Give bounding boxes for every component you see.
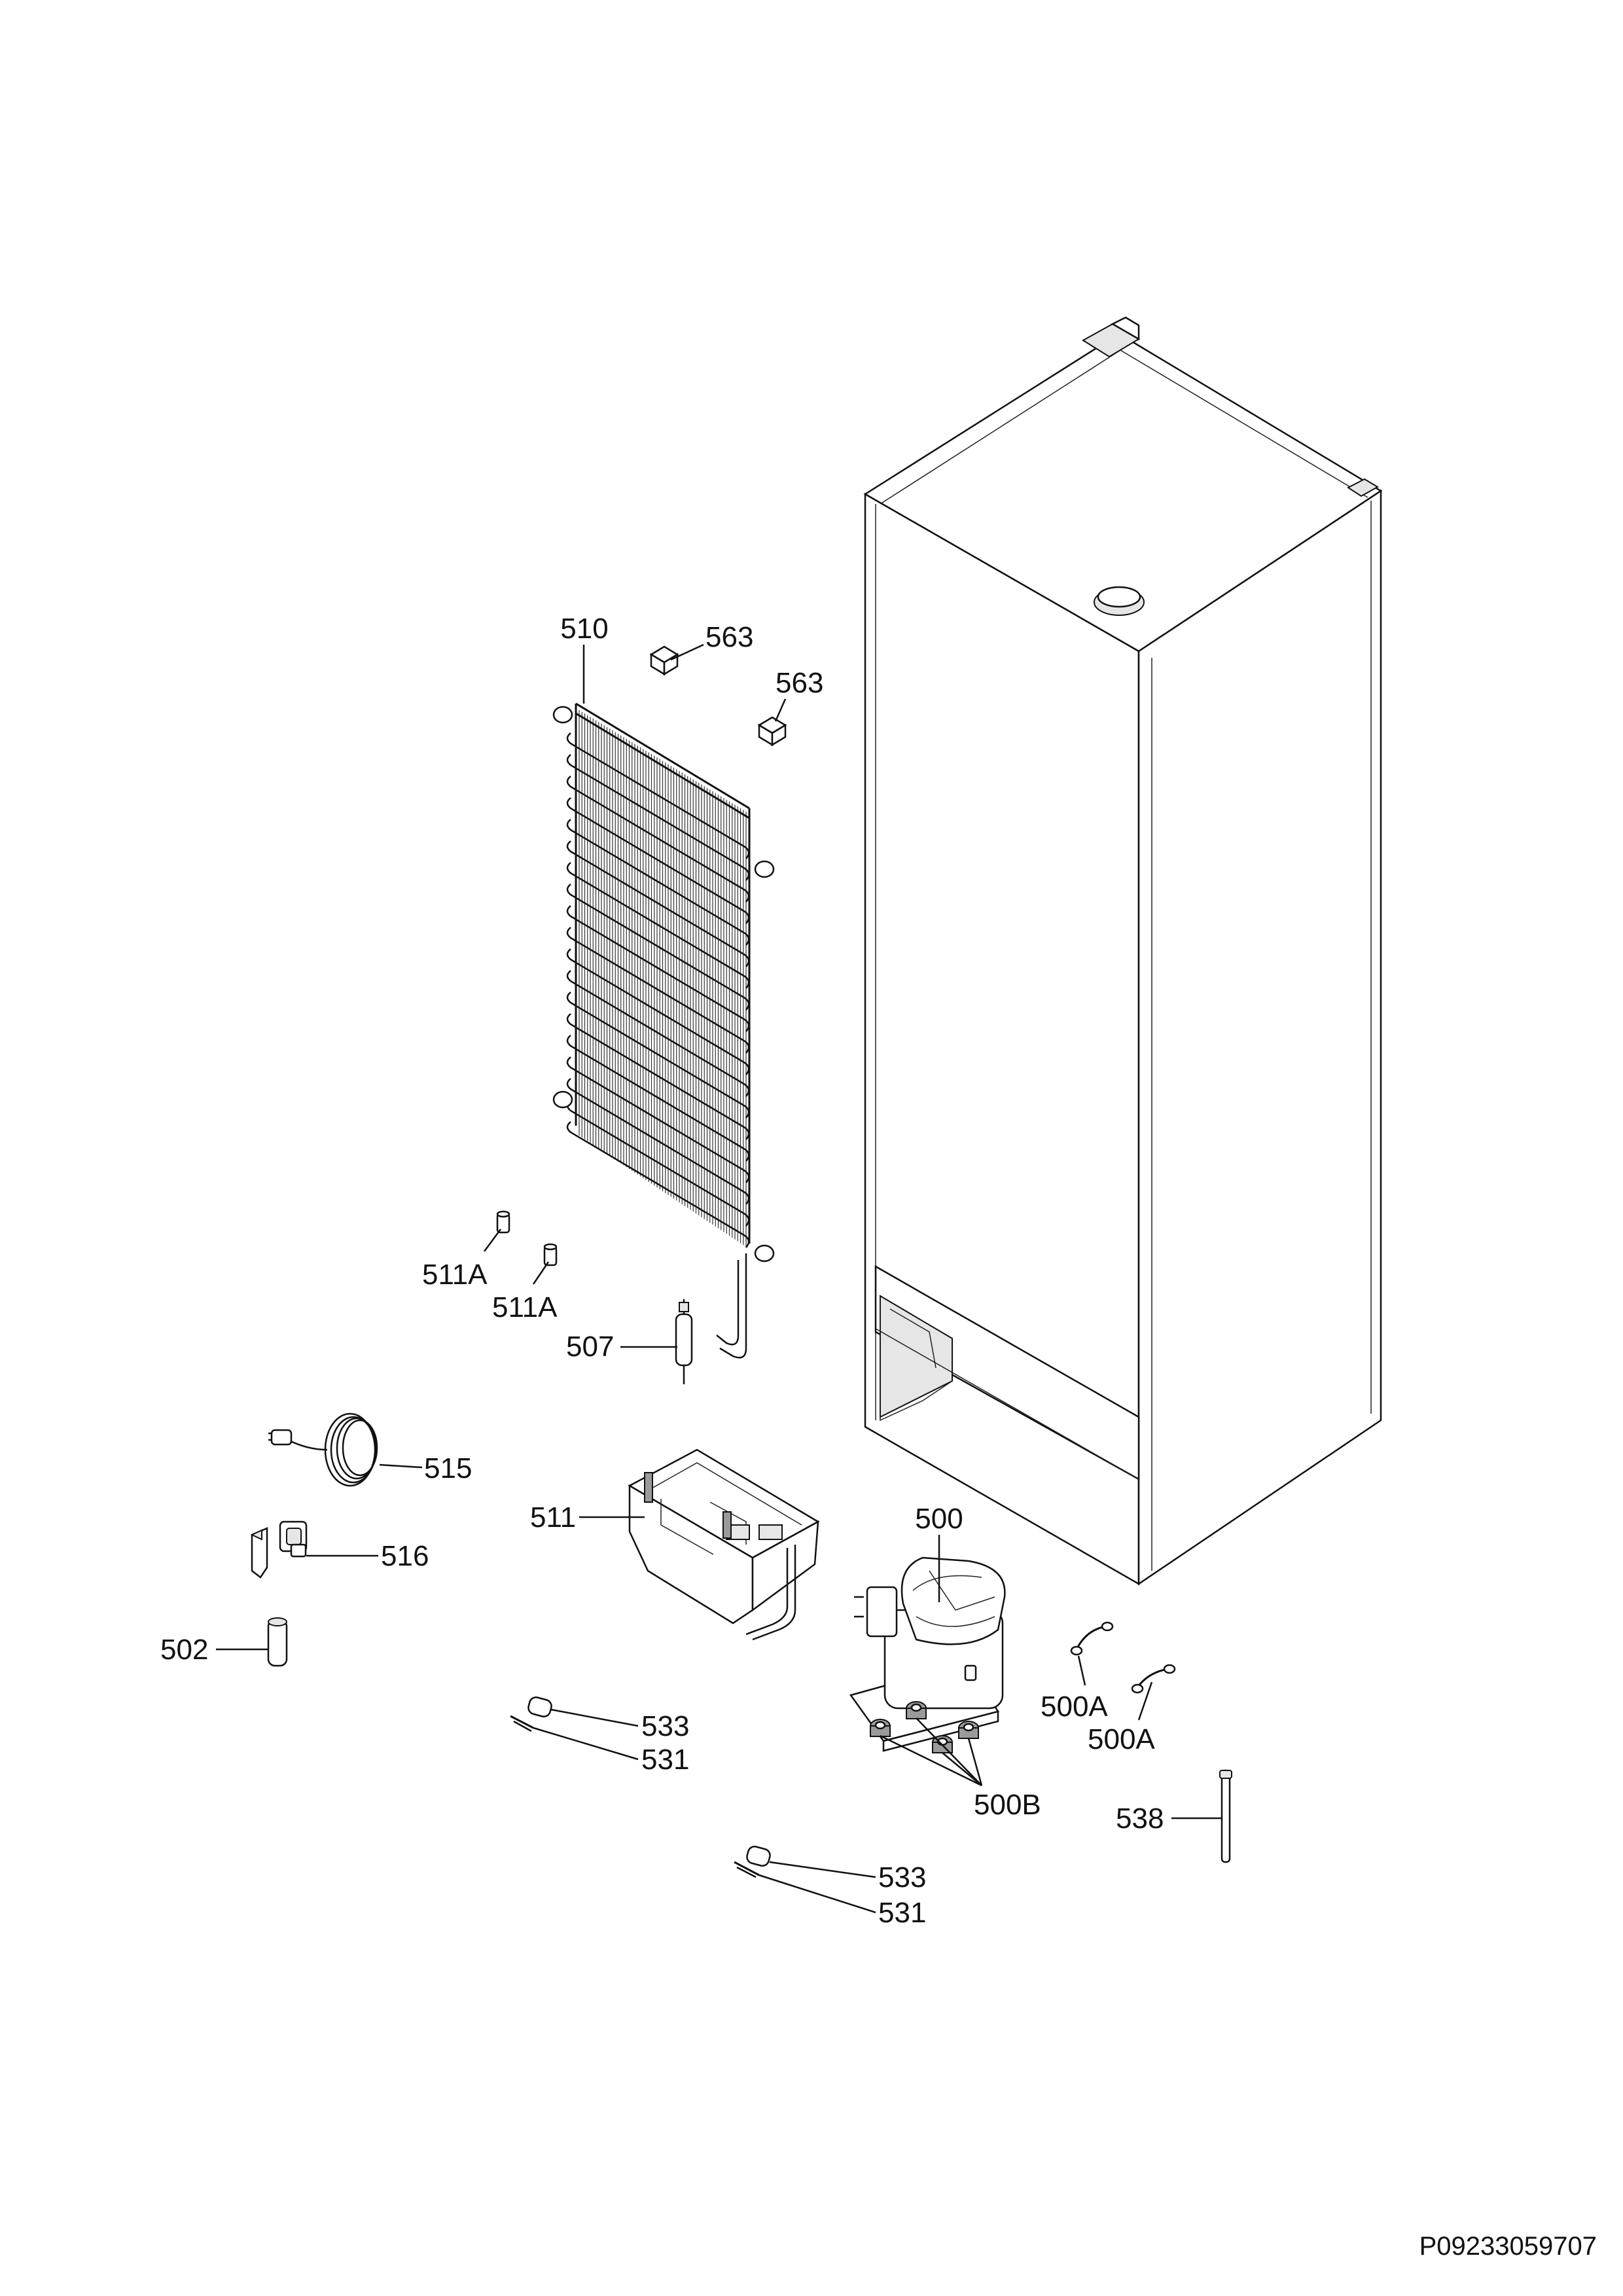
spacer-511a-1 xyxy=(496,1210,510,1234)
label-515: 515 xyxy=(424,1452,472,1484)
part-labels: 510 563 563 511A 511A 507 515 511 500 51… xyxy=(160,613,1597,2261)
relay-bracket xyxy=(250,1527,268,1579)
cabinet xyxy=(863,316,1383,1586)
label-511: 511 xyxy=(530,1501,576,1534)
label-500a-1: 500A xyxy=(1041,1691,1108,1723)
label-511a-2: 511A xyxy=(492,1291,558,1323)
leader-lines xyxy=(216,643,1222,1914)
grommet-500b-4 xyxy=(958,1721,979,1739)
drip-tray xyxy=(628,1448,820,1641)
grommet-500b-1 xyxy=(870,1719,891,1737)
label-502: 502 xyxy=(160,1634,208,1666)
compressor xyxy=(849,1556,1006,1752)
label-563-lower: 563 xyxy=(776,667,823,699)
label-516: 516 xyxy=(381,1540,429,1572)
label-500: 500 xyxy=(915,1503,963,1535)
grommet-500b-2 xyxy=(906,1701,927,1719)
capacitor-502 xyxy=(267,1617,288,1667)
label-538: 538 xyxy=(1116,1803,1164,1835)
label-511a-1: 511A xyxy=(422,1259,488,1291)
condenser-coil xyxy=(552,702,775,1359)
tube-538 xyxy=(1219,1769,1232,1863)
label-533-lower: 533 xyxy=(878,1861,926,1893)
pad-563-lower xyxy=(757,716,787,747)
hinge-corner xyxy=(1347,478,1379,497)
filter-drier xyxy=(675,1299,693,1384)
tube-531-upper xyxy=(510,1715,534,1732)
hinge-top xyxy=(1082,316,1140,358)
document-code: P09233059707 xyxy=(1419,2232,1597,2261)
label-510: 510 xyxy=(560,613,608,645)
power-cord xyxy=(268,1412,378,1487)
label-531-lower: 531 xyxy=(878,1897,926,1929)
label-507: 507 xyxy=(566,1331,614,1363)
top-cap xyxy=(1094,586,1145,616)
label-533-upper: 533 xyxy=(641,1710,689,1742)
sleeve-533-upper xyxy=(527,1696,552,1717)
compressor-recess xyxy=(874,1265,1140,1481)
relay-unit xyxy=(279,1520,308,1558)
sleeve-533-lower xyxy=(746,1846,771,1867)
label-531-upper: 531 xyxy=(641,1744,689,1776)
clip-500a-1 xyxy=(1070,1621,1114,1656)
pad-563-upper xyxy=(649,645,679,676)
label-563-upper: 563 xyxy=(705,621,753,653)
label-500a-2: 500A xyxy=(1088,1723,1155,1755)
spacer-511a-2 xyxy=(543,1243,558,1266)
tube-531-lower xyxy=(734,1861,760,1878)
clip-500a-2 xyxy=(1131,1664,1176,1694)
label-500b: 500B xyxy=(974,1789,1041,1821)
